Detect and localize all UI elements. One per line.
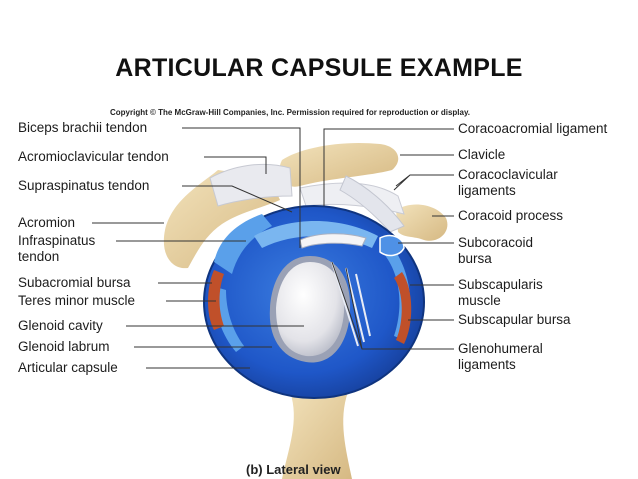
- label-coracoclavicular-ligaments: Coracoclavicular ligaments: [458, 167, 558, 198]
- biceps-tendon: [299, 233, 367, 249]
- copyright-notice: Copyright © The McGraw-Hill Companies, I…: [110, 108, 471, 117]
- leader-lines-left: [92, 127, 304, 369]
- view-caption: (b) Lateral view: [246, 462, 341, 477]
- subcoracoid-bursa: [379, 234, 405, 257]
- clavicle: [279, 142, 399, 187]
- label-biceps-brachii-tendon: Biceps brachii tendon: [18, 120, 148, 135]
- leader-lines-right: [323, 128, 454, 350]
- label-glenohumeral-ligaments: Glenohumeral ligaments: [458, 341, 543, 372]
- scapula-neck: [282, 392, 352, 479]
- superior-capsule-band: [254, 221, 378, 248]
- label-glenoid-labrum: Glenoid labrum: [18, 339, 110, 354]
- glenoid-cavity: [276, 262, 345, 357]
- label-acromioclavicular-tendon: Acromioclavicular tendon: [18, 149, 169, 164]
- label-subscapularis-muscle: Subscapularis muscle: [458, 277, 543, 308]
- acromioclavicular-ligament: [209, 163, 293, 207]
- label-subscapular-bursa: Subscapular bursa: [458, 312, 571, 327]
- label-articular-capsule: Articular capsule: [18, 360, 118, 375]
- subscapular-bursa: [394, 272, 412, 344]
- label-supraspinatus-tendon: Supraspinatus tendon: [18, 178, 150, 193]
- label-clavicle: Clavicle: [458, 147, 506, 162]
- label-coracoid-process: Coracoid process: [458, 208, 564, 223]
- capsule-outer-rim: [203, 205, 425, 399]
- slide-title: ARTICULAR CAPSULE EXAMPLE: [115, 54, 523, 82]
- label-teres-minor-muscle: Teres minor muscle: [18, 293, 136, 308]
- coracoid-process: [396, 204, 448, 241]
- subacromial-bursa: [208, 270, 224, 330]
- label-acromion: Acromion: [18, 215, 76, 230]
- label-infraspinatus-tendon: Infraspinatus tendon: [18, 233, 96, 264]
- label-subacromial-bursa: Subacromial bursa: [18, 275, 131, 290]
- label-coracoacromial-ligament: Coracoacromial ligament: [458, 121, 608, 136]
- label-subcoracoid-bursa: Subcoracoid bursa: [458, 235, 534, 266]
- infraspinatus-band: [214, 214, 272, 274]
- label-glenoid-cavity: Glenoid cavity: [18, 318, 103, 333]
- teres-minor-band: [212, 286, 244, 352]
